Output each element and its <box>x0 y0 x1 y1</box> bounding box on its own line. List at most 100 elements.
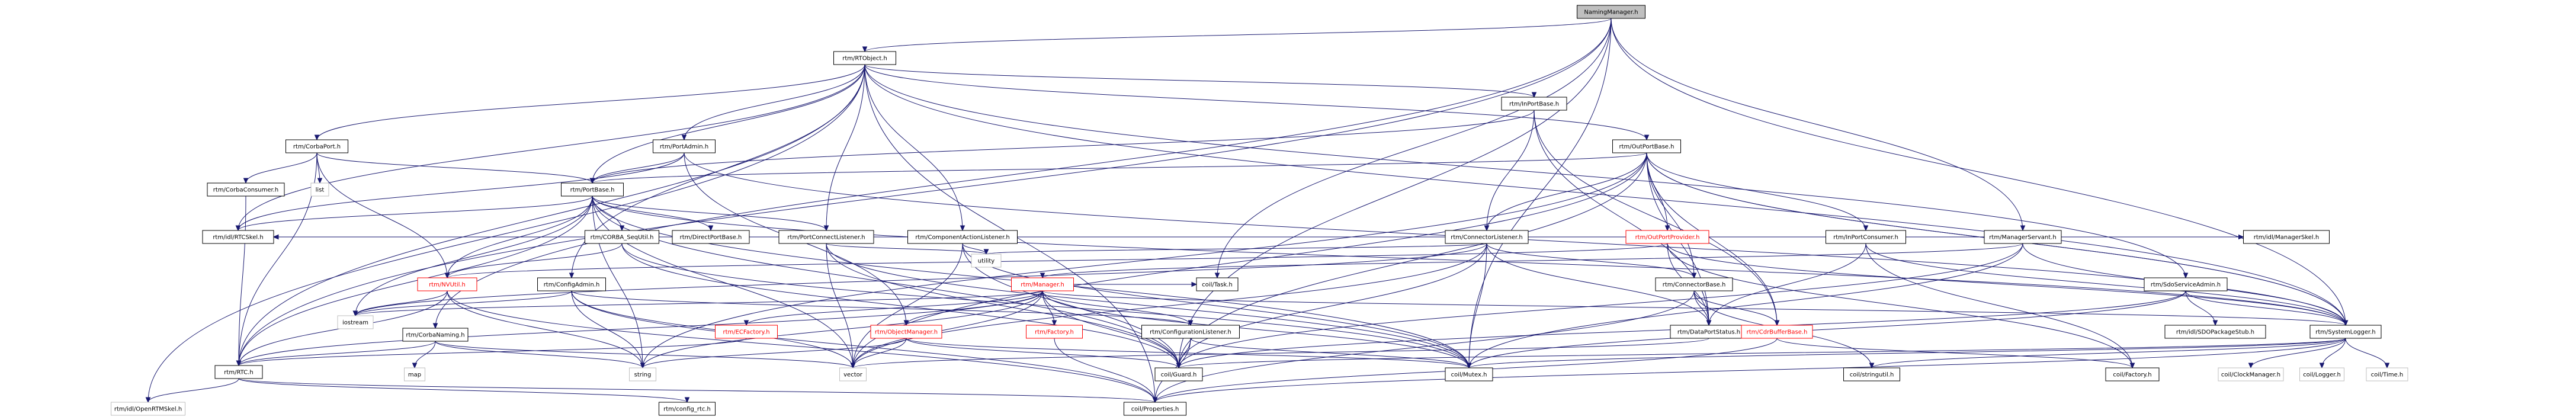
edge-PortBase-to-Guard <box>592 195 1179 368</box>
node-box <box>2144 277 2228 291</box>
edge-CorbaNaming-to-map <box>414 341 436 368</box>
node-corbaport[interactable]: rtm/CorbaPort.h <box>285 139 348 153</box>
node-properties[interactable]: coil/Properties.h <box>1124 402 1186 416</box>
node-label: rtm/CdrBufferBase.h <box>1747 329 1808 336</box>
edge-InPortBase-to-ConnectorListener <box>1486 110 1535 231</box>
edge-RTObject-to-RTCSkel <box>238 64 865 231</box>
arrowhead-OutPortBase-to-InPortConsumer <box>1863 225 1869 232</box>
arrowhead-ManagerServant-to-ManagerSkel <box>2238 234 2244 240</box>
node-label: vector <box>843 372 863 379</box>
node-label: rtm/ConnectorListener.h <box>1451 235 1523 241</box>
edge-CorbaNaming-to-vector <box>435 341 854 368</box>
edge-PortConnectListener-to-Guard <box>826 243 1179 368</box>
node-box <box>1124 402 1186 416</box>
node-stringutil[interactable]: coil/stringutil.h <box>1843 367 1900 381</box>
arrowhead-RTObject-to-CorbaPort <box>314 134 320 141</box>
edge-SystemLogger-to-Properties <box>1154 338 2346 403</box>
node-coilfactory[interactable]: coil/Factory.h <box>2105 367 2160 381</box>
node-label: rtm/CORBA_SeqUtil.h <box>591 235 654 241</box>
arrowhead-RTC-to-config_rtc <box>684 397 690 403</box>
node-config_rtc[interactable]: rtm/config_rtc.h <box>659 402 716 416</box>
edge-ManagerServant-to-Guard <box>1178 243 2023 368</box>
node-dataportstatus[interactable]: rtm/DataPortStatus.h <box>1670 325 1748 339</box>
edge-PortBase-to-PortConnectListener <box>592 195 827 231</box>
node-connectorlistener[interactable]: rtm/ConnectorListener.h <box>1445 230 1529 244</box>
edge-RTObject-to-SystemLogger <box>864 64 2346 326</box>
node-rtc[interactable]: rtm/RTC.h <box>214 365 263 379</box>
node-nvutil[interactable]: rtm/NVUtil.h <box>417 277 477 291</box>
node-box <box>907 230 1018 244</box>
node-configurationlistener[interactable]: rtm/ConfigurationListener.h <box>1141 325 1240 339</box>
node-sdopackagestub[interactable]: rtm/idl/SDOPackageStub.h <box>2164 325 2266 339</box>
arrowhead-ConnectorListener-to-ConnectorBase <box>1691 272 1697 279</box>
node-label: rtm/ObjectManager.h <box>875 329 938 336</box>
edge-PortAdmin-to-PortBase <box>592 152 685 184</box>
arrowhead-Manager-to-Factory <box>1051 320 1057 326</box>
edge-ConnectorListener-to-Guard <box>1178 243 1487 368</box>
node-managerservant[interactable]: rtm/ManagerServant.h <box>1984 230 2062 244</box>
node-label: rtm/idl/RTCSkel.h <box>213 235 263 241</box>
node-corbaconsumer[interactable]: rtm/CorbaConsumer.h <box>207 182 285 197</box>
edge-RTObject-to-RTC <box>238 64 865 366</box>
node-connectorbase[interactable]: rtm/ConnectorBase.h <box>1655 277 1733 291</box>
arrowhead-CorbaNaming-to-map <box>412 363 418 369</box>
node-inportbase[interactable]: rtm/InPortBase.h <box>1501 97 1567 111</box>
node-ecfactory[interactable]: rtm/ECFactory.h <box>715 325 778 339</box>
node-label: rtm/ECFactory.h <box>723 329 769 336</box>
node-label: rtm/RTObject.h <box>842 56 887 62</box>
edge-OutPortBase-to-ConnectorBase <box>1646 152 1695 278</box>
edge-NamingManager-to-Mutex <box>1468 18 1612 368</box>
node-label: coil/Properties.h <box>1131 406 1179 413</box>
node-label: rtm/ConnectorBase.h <box>1663 282 1726 288</box>
arrowhead-SystemLogger-to-Mutex <box>1466 363 1472 369</box>
node-outportprovider[interactable]: rtm/OutPortProvider.h <box>1625 230 1709 244</box>
node-task[interactable]: coil/Task.h <box>1196 277 1239 291</box>
node-guard[interactable]: coil/Guard.h <box>1154 367 1203 381</box>
node-namingmanager[interactable]: NamingManager.h <box>1577 5 1645 19</box>
arrowhead-RTObject-to-PortAdmin <box>681 134 687 141</box>
node-label: rtm/ConfigAdmin.h <box>544 282 600 288</box>
edge-SdoServiceAdmin-to-Mutex <box>1468 290 2186 368</box>
edges-layer <box>145 18 2390 403</box>
node-mutex[interactable]: coil/Mutex.h <box>1445 367 1493 381</box>
node-sdoserviceadmin[interactable]: rtm/SdoServiceAdmin.h <box>2144 277 2228 291</box>
node-clockmanager: coil/ClockManager.h <box>2218 367 2284 381</box>
node-portadmin[interactable]: rtm/PortAdmin.h <box>653 139 716 153</box>
node-label: rtm/PortConnectListener.h <box>787 235 865 241</box>
node-outportbase[interactable]: rtm/OutPortBase.h <box>1612 139 1681 153</box>
edge-CORBA_SeqUtil-to-Mutex <box>621 243 1470 368</box>
node-box <box>2309 325 2382 339</box>
node-corba_sequtil[interactable]: rtm/CORBA_SeqUtil.h <box>585 230 659 244</box>
node-box <box>1843 367 1900 381</box>
node-inportconsumer[interactable]: rtm/InPortConsumer.h <box>1826 230 1906 244</box>
node-label: rtm/InPortBase.h <box>1509 101 1559 108</box>
edge-NamingManager-to-RTObject <box>864 18 1612 52</box>
node-componentactionlistener[interactable]: rtm/ComponentActionListener.h <box>907 230 1018 244</box>
edge-PortBase-to-RTCSkel <box>238 195 593 231</box>
node-directportbase[interactable]: rtm/DirectPortBase.h <box>672 230 750 244</box>
node-string: string <box>629 367 656 381</box>
node-label: list <box>316 187 325 194</box>
edge-RTObject-to-PortBase <box>592 64 865 184</box>
node-rtobject[interactable]: rtm/RTObject.h <box>833 51 896 65</box>
node-box <box>839 367 867 381</box>
edge-OutPortProvider-to-coilFactory <box>1667 243 2133 368</box>
node-corbanaming[interactable]: rtm/CorbaNaming.h <box>402 328 469 342</box>
node-portconnectlistener[interactable]: rtm/PortConnectListener.h <box>778 230 874 244</box>
edge-PortBase-to-string <box>592 195 643 368</box>
node-factory[interactable]: rtm/Factory.h <box>1026 325 1083 339</box>
node-configadmin[interactable]: rtm/ConfigAdmin.h <box>537 277 606 291</box>
node-logger: coil/Logger.h <box>2299 367 2344 381</box>
node-managerskel[interactable]: rtm/idl/ManagerSkel.h <box>2243 230 2330 244</box>
node-portbase[interactable]: rtm/PortBase.h <box>561 182 624 197</box>
node-systemlogger[interactable]: rtm/SystemLogger.h <box>2309 325 2382 339</box>
edge-InPortConsumer-to-DataPortStatus <box>1708 243 1866 326</box>
edge-SystemLogger-to-ClockManager <box>2250 338 2346 368</box>
node-objectmanager[interactable]: rtm/ObjectManager.h <box>870 325 942 339</box>
arrowhead-NamingManager-to-ManagerServant <box>2020 225 2026 232</box>
node-manager[interactable]: rtm/Manager.h <box>1011 277 1074 291</box>
node-rtcskel[interactable]: rtm/idl/RTCSkel.h <box>202 230 274 244</box>
edge-PortBase-to-iostream <box>355 195 593 316</box>
node-cdrbufferbase[interactable]: rtm/CdrBufferBase.h <box>1741 325 1813 339</box>
edge-ObjectManager-to-Guard <box>906 338 1179 368</box>
